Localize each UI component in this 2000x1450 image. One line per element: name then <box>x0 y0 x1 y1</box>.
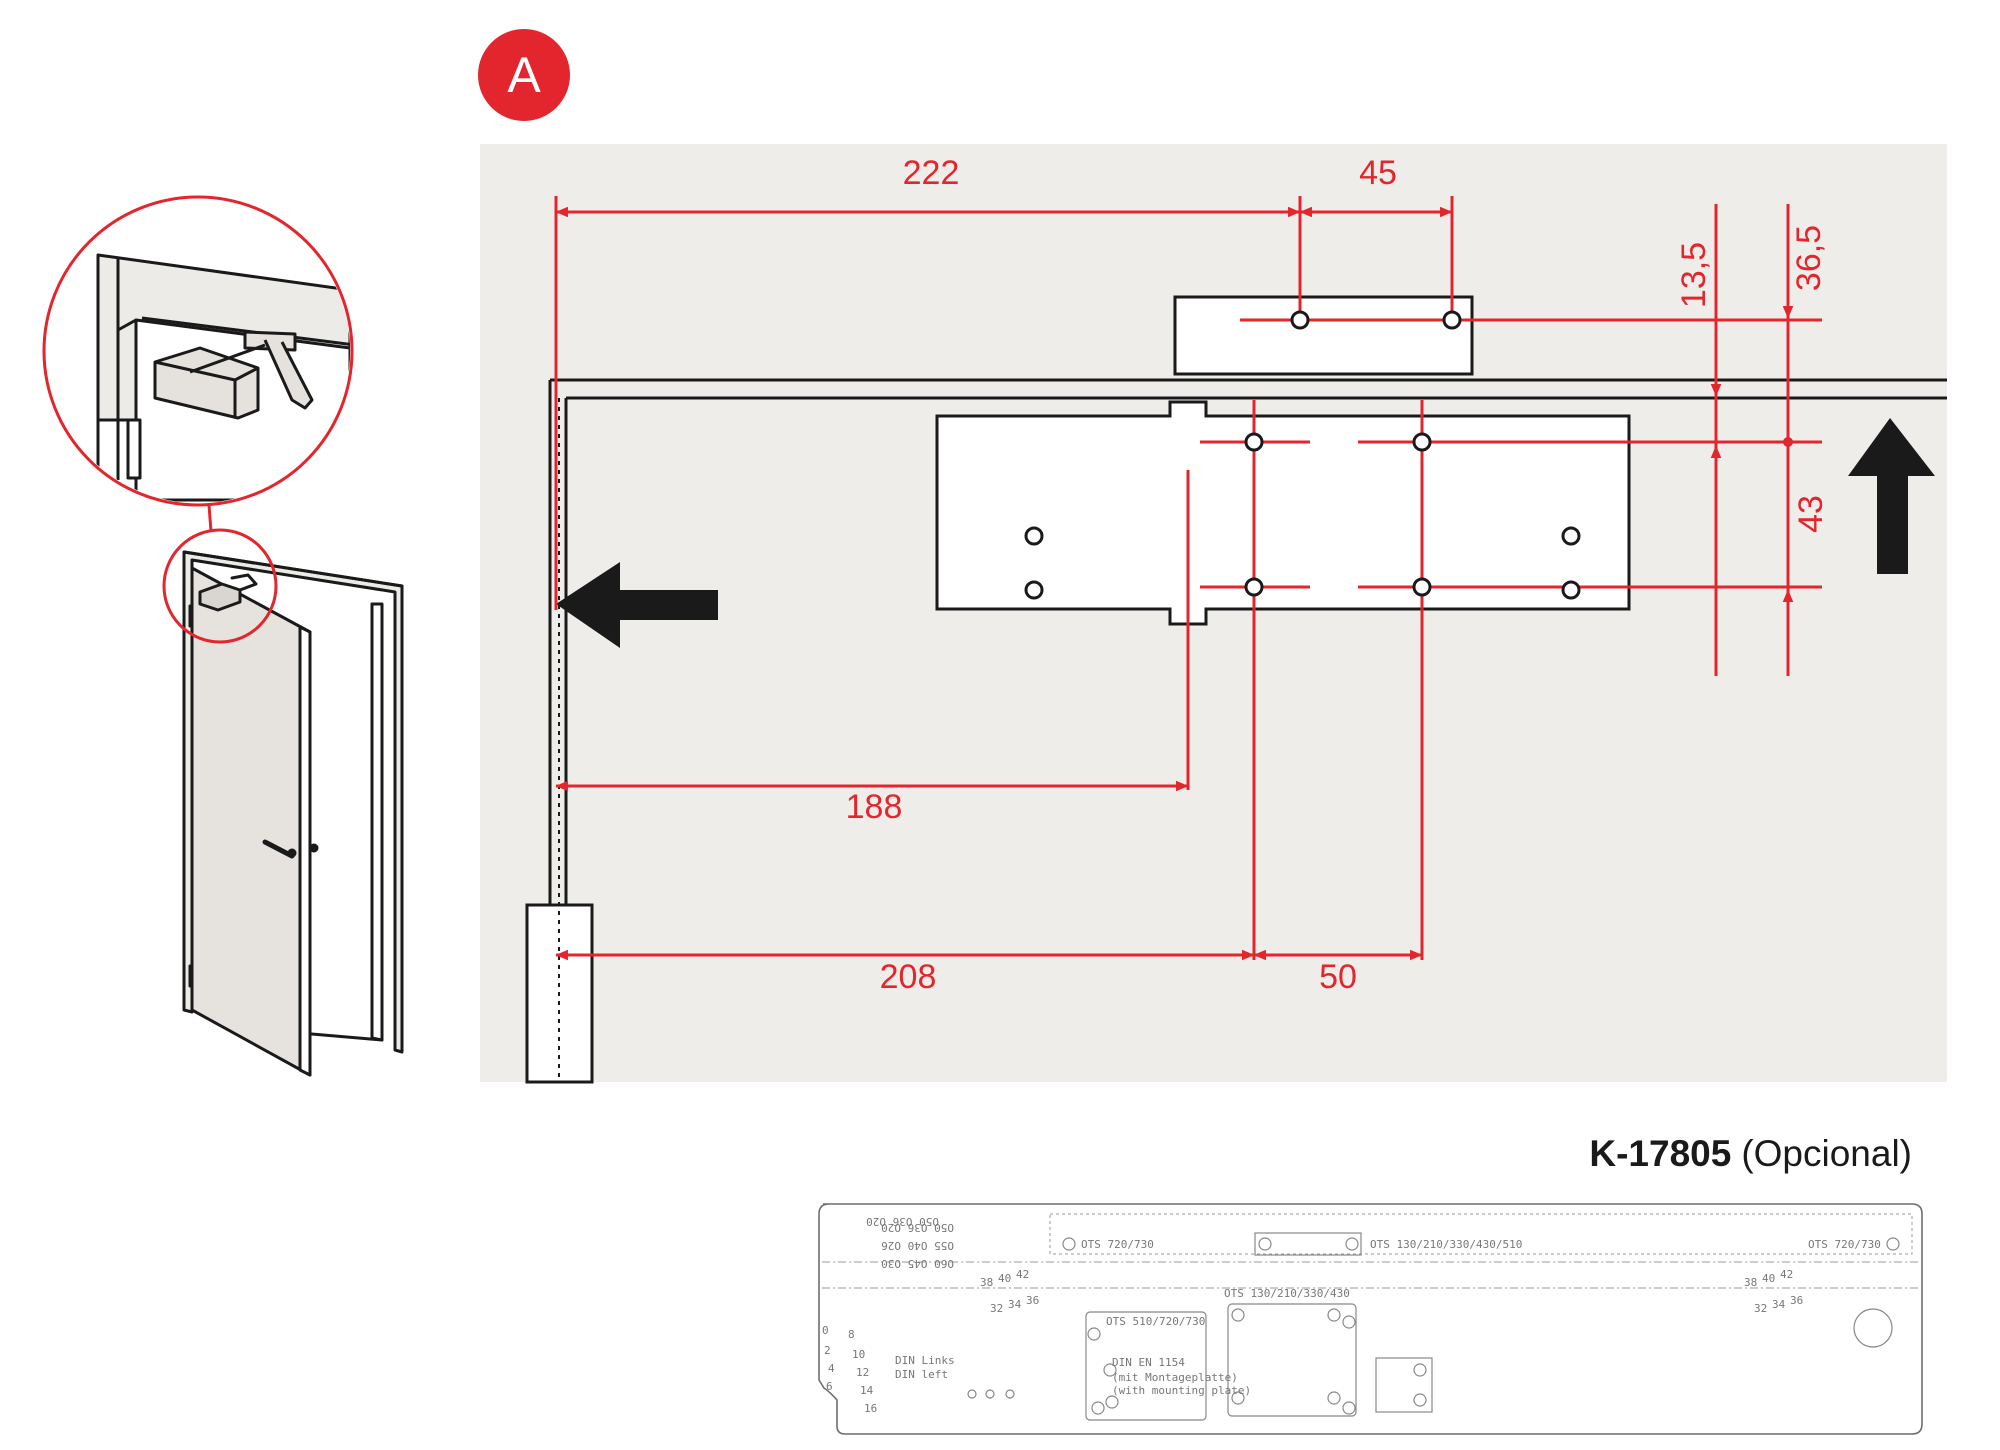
drilling-template: 222 45 188 208 50 13,5 36,5 43 <box>480 144 1947 1084</box>
door-illustration <box>182 550 404 1077</box>
body-hole <box>1412 577 1432 597</box>
plate-label: (with mounting plate) <box>1112 1384 1251 1397</box>
plate-label: 8 <box>848 1328 855 1341</box>
body-hole <box>1412 432 1432 452</box>
body-hole <box>1561 580 1581 600</box>
plate-label: O50 O36 O20 <box>866 1215 939 1228</box>
plate-label: 6 <box>826 1380 833 1393</box>
body-hole <box>1244 432 1264 452</box>
plate-label: 16 <box>864 1402 877 1415</box>
accessory-code: K-17805 <box>1589 1133 1731 1174</box>
plate-label: DIN Links <box>895 1354 955 1367</box>
dimension-222: 222 <box>903 154 960 192</box>
plate-label: 42 <box>1780 1268 1793 1281</box>
plate-label: 40 <box>1762 1272 1775 1285</box>
zoom-detail-closer <box>96 253 350 502</box>
plate-label: O55 O40 O26 <box>881 1239 954 1252</box>
section-badge-label: A <box>507 47 541 103</box>
plate-label: O50 O36 O20 <box>881 1221 954 1234</box>
dimension-50: 50 <box>1319 958 1357 996</box>
section-badge: A <box>478 29 570 121</box>
bracket-hole-left <box>1290 310 1310 330</box>
accessory-title: K-17805(Opcional) <box>1589 1133 1912 1174</box>
plate-label: 32 <box>1754 1302 1767 1315</box>
plate-label: 42 <box>1016 1268 1029 1281</box>
plate-label: 12 <box>856 1366 869 1379</box>
closer-body-plate <box>935 400 1631 626</box>
plate-label: OTS 720/730 <box>1081 1238 1154 1251</box>
plate-label: OTS 510/720/730 <box>1106 1315 1205 1328</box>
plate-label: 38 <box>1744 1276 1757 1289</box>
plate-label: 36 <box>1790 1294 1803 1307</box>
dimension-45: 45 <box>1359 154 1397 192</box>
plate-label: 0 <box>822 1324 829 1337</box>
plate-label: 32 <box>990 1302 1003 1315</box>
plate-label: OTS 720/730 <box>1808 1238 1881 1251</box>
plate-label: DIN EN 1154 <box>1112 1356 1185 1369</box>
body-hole <box>1244 577 1264 597</box>
mounting-plate-drawing: OTS 720/730 OTS 130/210/330/430/510 OTS … <box>818 1203 1923 1435</box>
dimension-13-5: 13,5 <box>1675 242 1713 308</box>
bracket-hole-right <box>1442 310 1462 330</box>
body-hole <box>1024 526 1044 546</box>
plate-label: OTS 130/210/330/430 <box>1224 1287 1350 1300</box>
plate-label: 36 <box>1026 1294 1039 1307</box>
plate-label: OTS 130/210/330/430/510 <box>1370 1238 1522 1251</box>
plate-label: 38 <box>980 1276 993 1289</box>
dimension-208: 208 <box>880 958 937 996</box>
dimension-36-5: 36,5 <box>1790 225 1828 291</box>
dimension-43: 43 <box>1792 495 1830 533</box>
plate-label: 40 <box>998 1272 1011 1285</box>
dimension-188: 188 <box>846 788 903 826</box>
plate-label: (mit Montageplatte) <box>1112 1371 1238 1384</box>
body-hole <box>1561 526 1581 546</box>
plate-label: 2 <box>824 1344 831 1357</box>
plate-label: 14 <box>860 1384 874 1397</box>
plate-label: 10 <box>852 1348 865 1361</box>
plate-label: O60 O45 O30 <box>881 1257 954 1270</box>
plate-label: 34 <box>1008 1298 1022 1311</box>
arm-bracket-plate <box>1173 295 1474 376</box>
plate-label: 34 <box>1772 1298 1786 1311</box>
zoom-indicator-circle <box>162 528 278 644</box>
direction-arrow-left-icon <box>556 562 718 648</box>
accessory-note: (Opcional) <box>1741 1133 1912 1174</box>
plate-label: 4 <box>828 1362 835 1375</box>
direction-arrow-up-icon <box>1848 418 1935 574</box>
plate-label: DIN left <box>895 1368 948 1381</box>
mounting-holes <box>1024 310 1581 600</box>
body-hole <box>1024 580 1044 600</box>
